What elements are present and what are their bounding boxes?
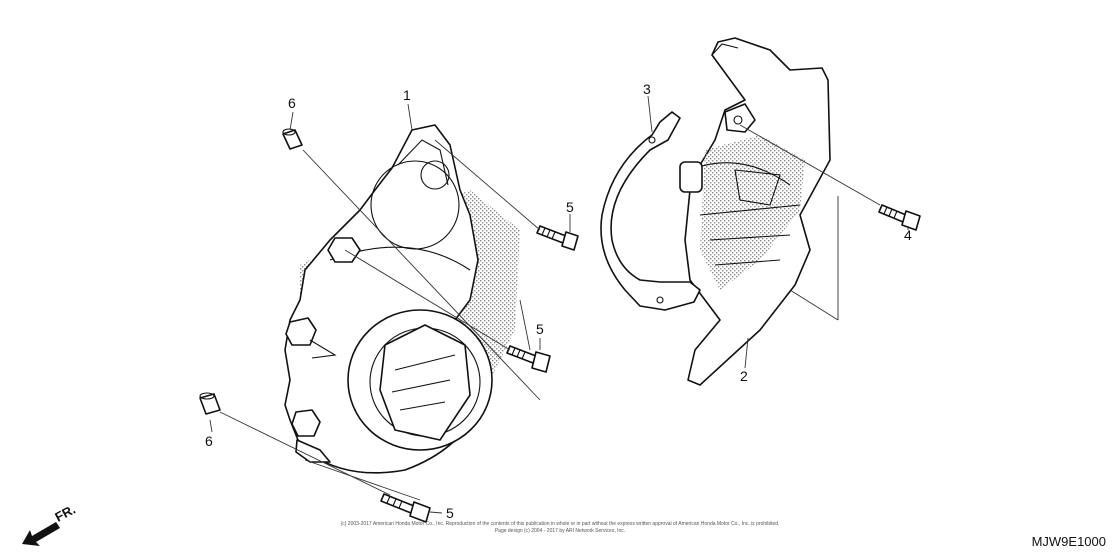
callout-5-upper[interactable]: 5 — [566, 199, 574, 215]
callout-4[interactable]: 4 — [904, 227, 912, 243]
front-direction-arrow-icon: FR. — [22, 502, 78, 546]
copyright-line: (c) 2003-2017 American Honda Motor Co., … — [340, 521, 780, 527]
sprocket-cover[interactable] — [679, 37, 831, 386]
bolt-upper[interactable] — [536, 225, 579, 251]
left-crankcase-cover[interactable] — [284, 124, 520, 474]
callout-5-lower[interactable]: 5 — [446, 505, 454, 521]
gasket[interactable] — [600, 111, 701, 311]
bolt-lower[interactable] — [380, 493, 431, 523]
callout-1[interactable]: 1 — [403, 87, 411, 103]
callout-6-upper[interactable]: 6 — [288, 95, 296, 111]
callout-6-lower[interactable]: 6 — [205, 433, 213, 449]
copyright-footer: (c) 2003-2017 American Honda Motor Co., … — [290, 521, 830, 535]
dowel-pin-lower[interactable] — [199, 392, 221, 415]
front-direction-label: FR. — [52, 502, 78, 525]
dowel-pin-upper[interactable] — [282, 128, 303, 150]
bolt-middle[interactable] — [506, 345, 551, 373]
diagram-code: MJW9E1000 — [1031, 534, 1106, 549]
callout-3[interactable]: 3 — [643, 81, 651, 97]
page-design-line: Page design (c) 2004 - 2017 by ARI Netwo… — [494, 528, 626, 534]
callout-5-middle[interactable]: 5 — [536, 321, 544, 337]
leader-lines — [209, 95, 909, 514]
bolt-sprocket-cover[interactable] — [878, 204, 921, 231]
callout-2[interactable]: 2 — [740, 368, 748, 384]
